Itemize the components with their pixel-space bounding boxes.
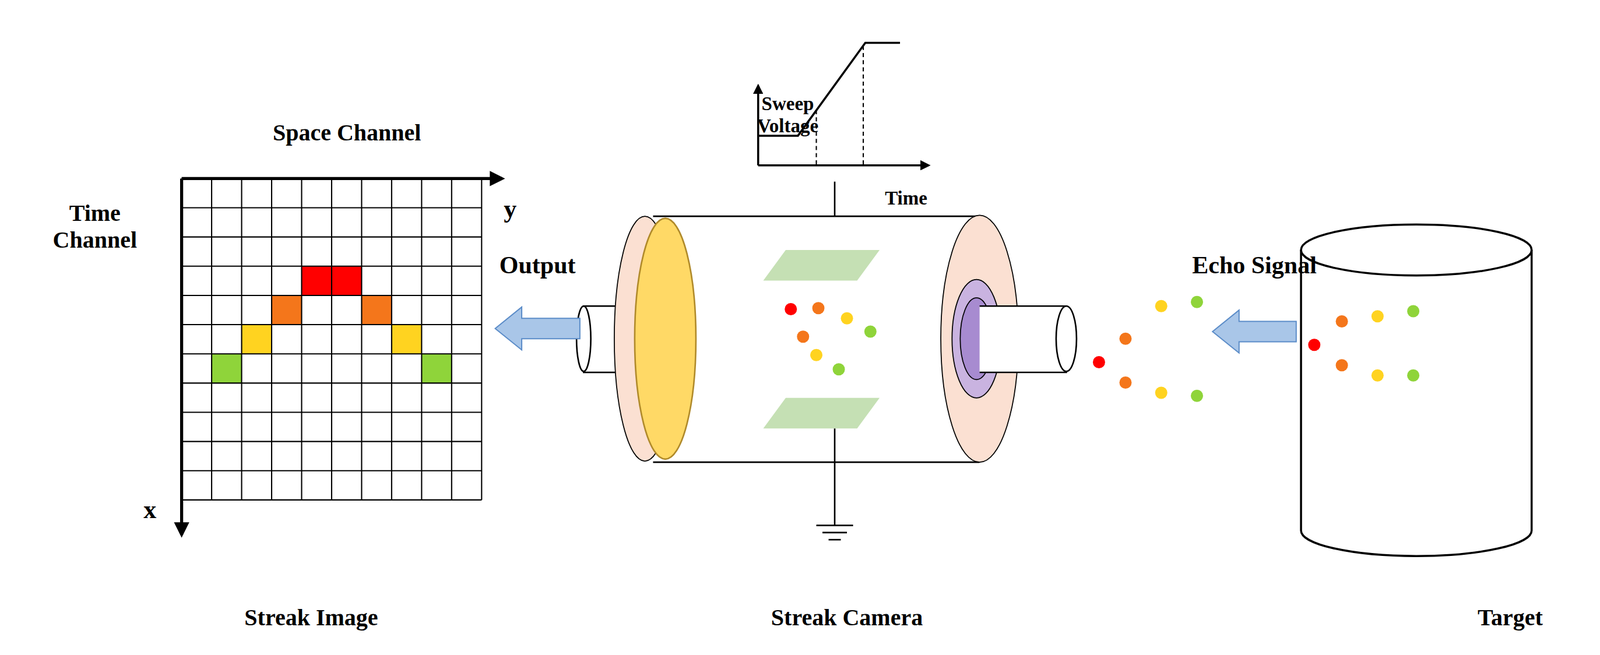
axis-title: Space Channel [272,119,422,147]
target-cylinder [1300,224,1532,557]
caption: Streak Camera [771,603,923,632]
axis-letter: y [503,194,517,225]
axis-title: Time Channel [30,199,160,254]
target: Target [1298,224,1536,638]
caption: Target [1477,603,1543,632]
axis-letter: x [143,495,157,526]
space-axis [181,177,503,181]
time-axis [180,178,184,535]
caption: Streak Image [244,603,378,632]
block-arrow [1212,310,1297,354]
streak-tube [576,215,1077,540]
block-arrow [495,307,580,351]
streak-image: Streak Image [181,178,483,638]
streak-grid [181,178,483,500]
streak-camera: Streak Camera [581,216,1067,638]
signal-label: Output [499,251,576,280]
graph-axis-label: Sweep Voltage [737,93,838,138]
graph-axis-label: Time [884,187,928,210]
signal-label: Echo Signal [1191,251,1317,280]
photon-dots [784,296,1420,403]
